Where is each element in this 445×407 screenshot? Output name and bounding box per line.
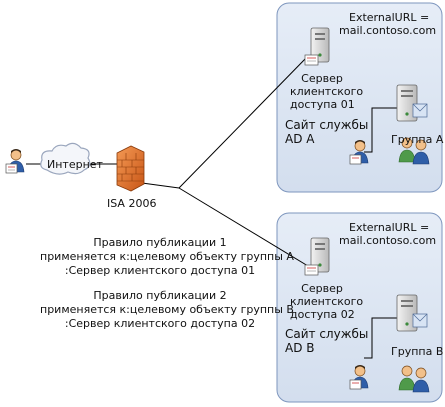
- rule-1-title: Правило публикации 1: [93, 236, 227, 249]
- rule-2-target: применяется к:целевому объекту группы B: [40, 303, 294, 316]
- client-user-icon: [5, 149, 25, 174]
- site-a-external-url-line1: ExternalURL =: [349, 11, 430, 24]
- user-a-icon: [349, 140, 369, 165]
- site-b-server-label-line1: Сервер: [301, 282, 343, 295]
- mailbox-server-a-icon: [396, 84, 428, 122]
- rule-1-target: применяется к:целевому объекту группы A: [40, 250, 294, 263]
- firewall-label: ISA 2006: [107, 197, 157, 210]
- site-b-group-label: Группа B: [391, 345, 444, 358]
- firewall-icon: [116, 145, 145, 192]
- site-a-server-label-line2: клиентского: [290, 85, 364, 98]
- site-b-ad-site-label-line1: Сайт службы: [285, 327, 369, 341]
- site-a-external-url-line2: mail.contoso.com: [339, 24, 437, 37]
- rule-2-server: :Сервер клиентского доступа 02: [64, 317, 256, 330]
- site-a-group-label: Группа A: [391, 133, 444, 146]
- group-a-icon: [398, 137, 430, 165]
- internet-cloud-icon: [40, 142, 91, 175]
- site-b-external-url-line1: ExternalURL =: [349, 221, 430, 234]
- site-b-server-label-line2: клиентского: [290, 295, 364, 308]
- site-a-ad-site-label-line1: Сайт службы: [285, 118, 369, 132]
- site-a-server-label-line3: доступа 01: [290, 98, 355, 111]
- cas-server-02-icon: [304, 237, 330, 276]
- group-b-icon: [398, 365, 430, 393]
- site-a-ad-site-label-line2: AD A: [285, 132, 315, 146]
- site-b-server-label-line3: доступа 02: [290, 308, 355, 321]
- site-a-server-label-line1: Сервер: [301, 72, 343, 85]
- rule-1-server: :Сервер клиентского доступа 01: [64, 264, 256, 277]
- internet-label: Интернет: [47, 158, 103, 171]
- cas-server-01-icon: [304, 27, 330, 66]
- publishing-rule-2: Правило публикации 2 применяется к:целев…: [40, 289, 294, 331]
- site-b-external-url-line2: mail.contoso.com: [339, 234, 437, 247]
- site-b-ad-site-label-line2: AD B: [285, 341, 315, 355]
- mailbox-server-b-icon: [396, 294, 428, 332]
- user-b-icon: [349, 365, 369, 390]
- connection-lines: [26, 55, 397, 359]
- publishing-rule-1: Правило публикации 1 применяется к:целев…: [40, 236, 294, 278]
- rule-2-title: Правило публикации 2: [93, 289, 227, 302]
